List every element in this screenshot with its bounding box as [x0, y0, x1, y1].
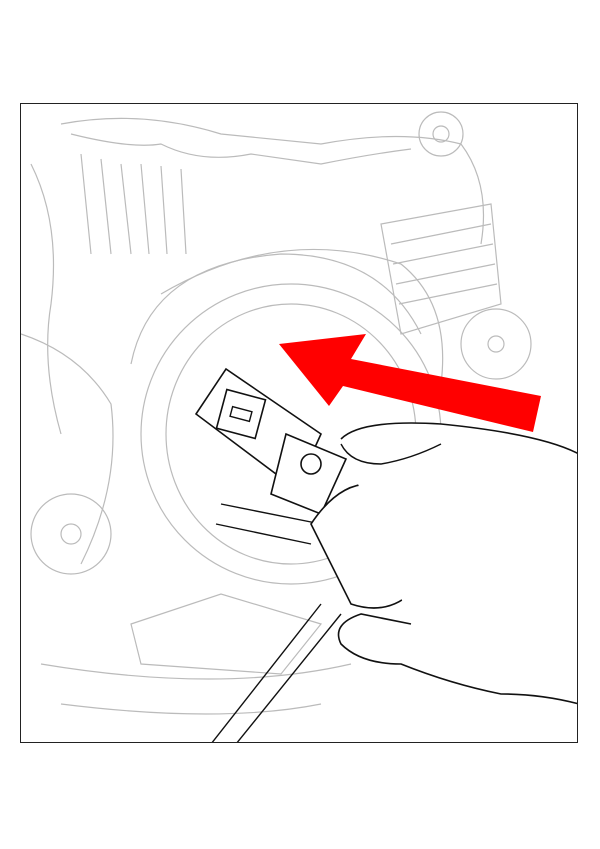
red-arrow: [279, 334, 541, 432]
illustration-frame: [20, 103, 578, 743]
insertion-arrow: [279, 334, 541, 432]
headlight-housing-background: [21, 111, 532, 715]
installation-diagram: [21, 111, 577, 742]
hand: [337, 422, 577, 705]
